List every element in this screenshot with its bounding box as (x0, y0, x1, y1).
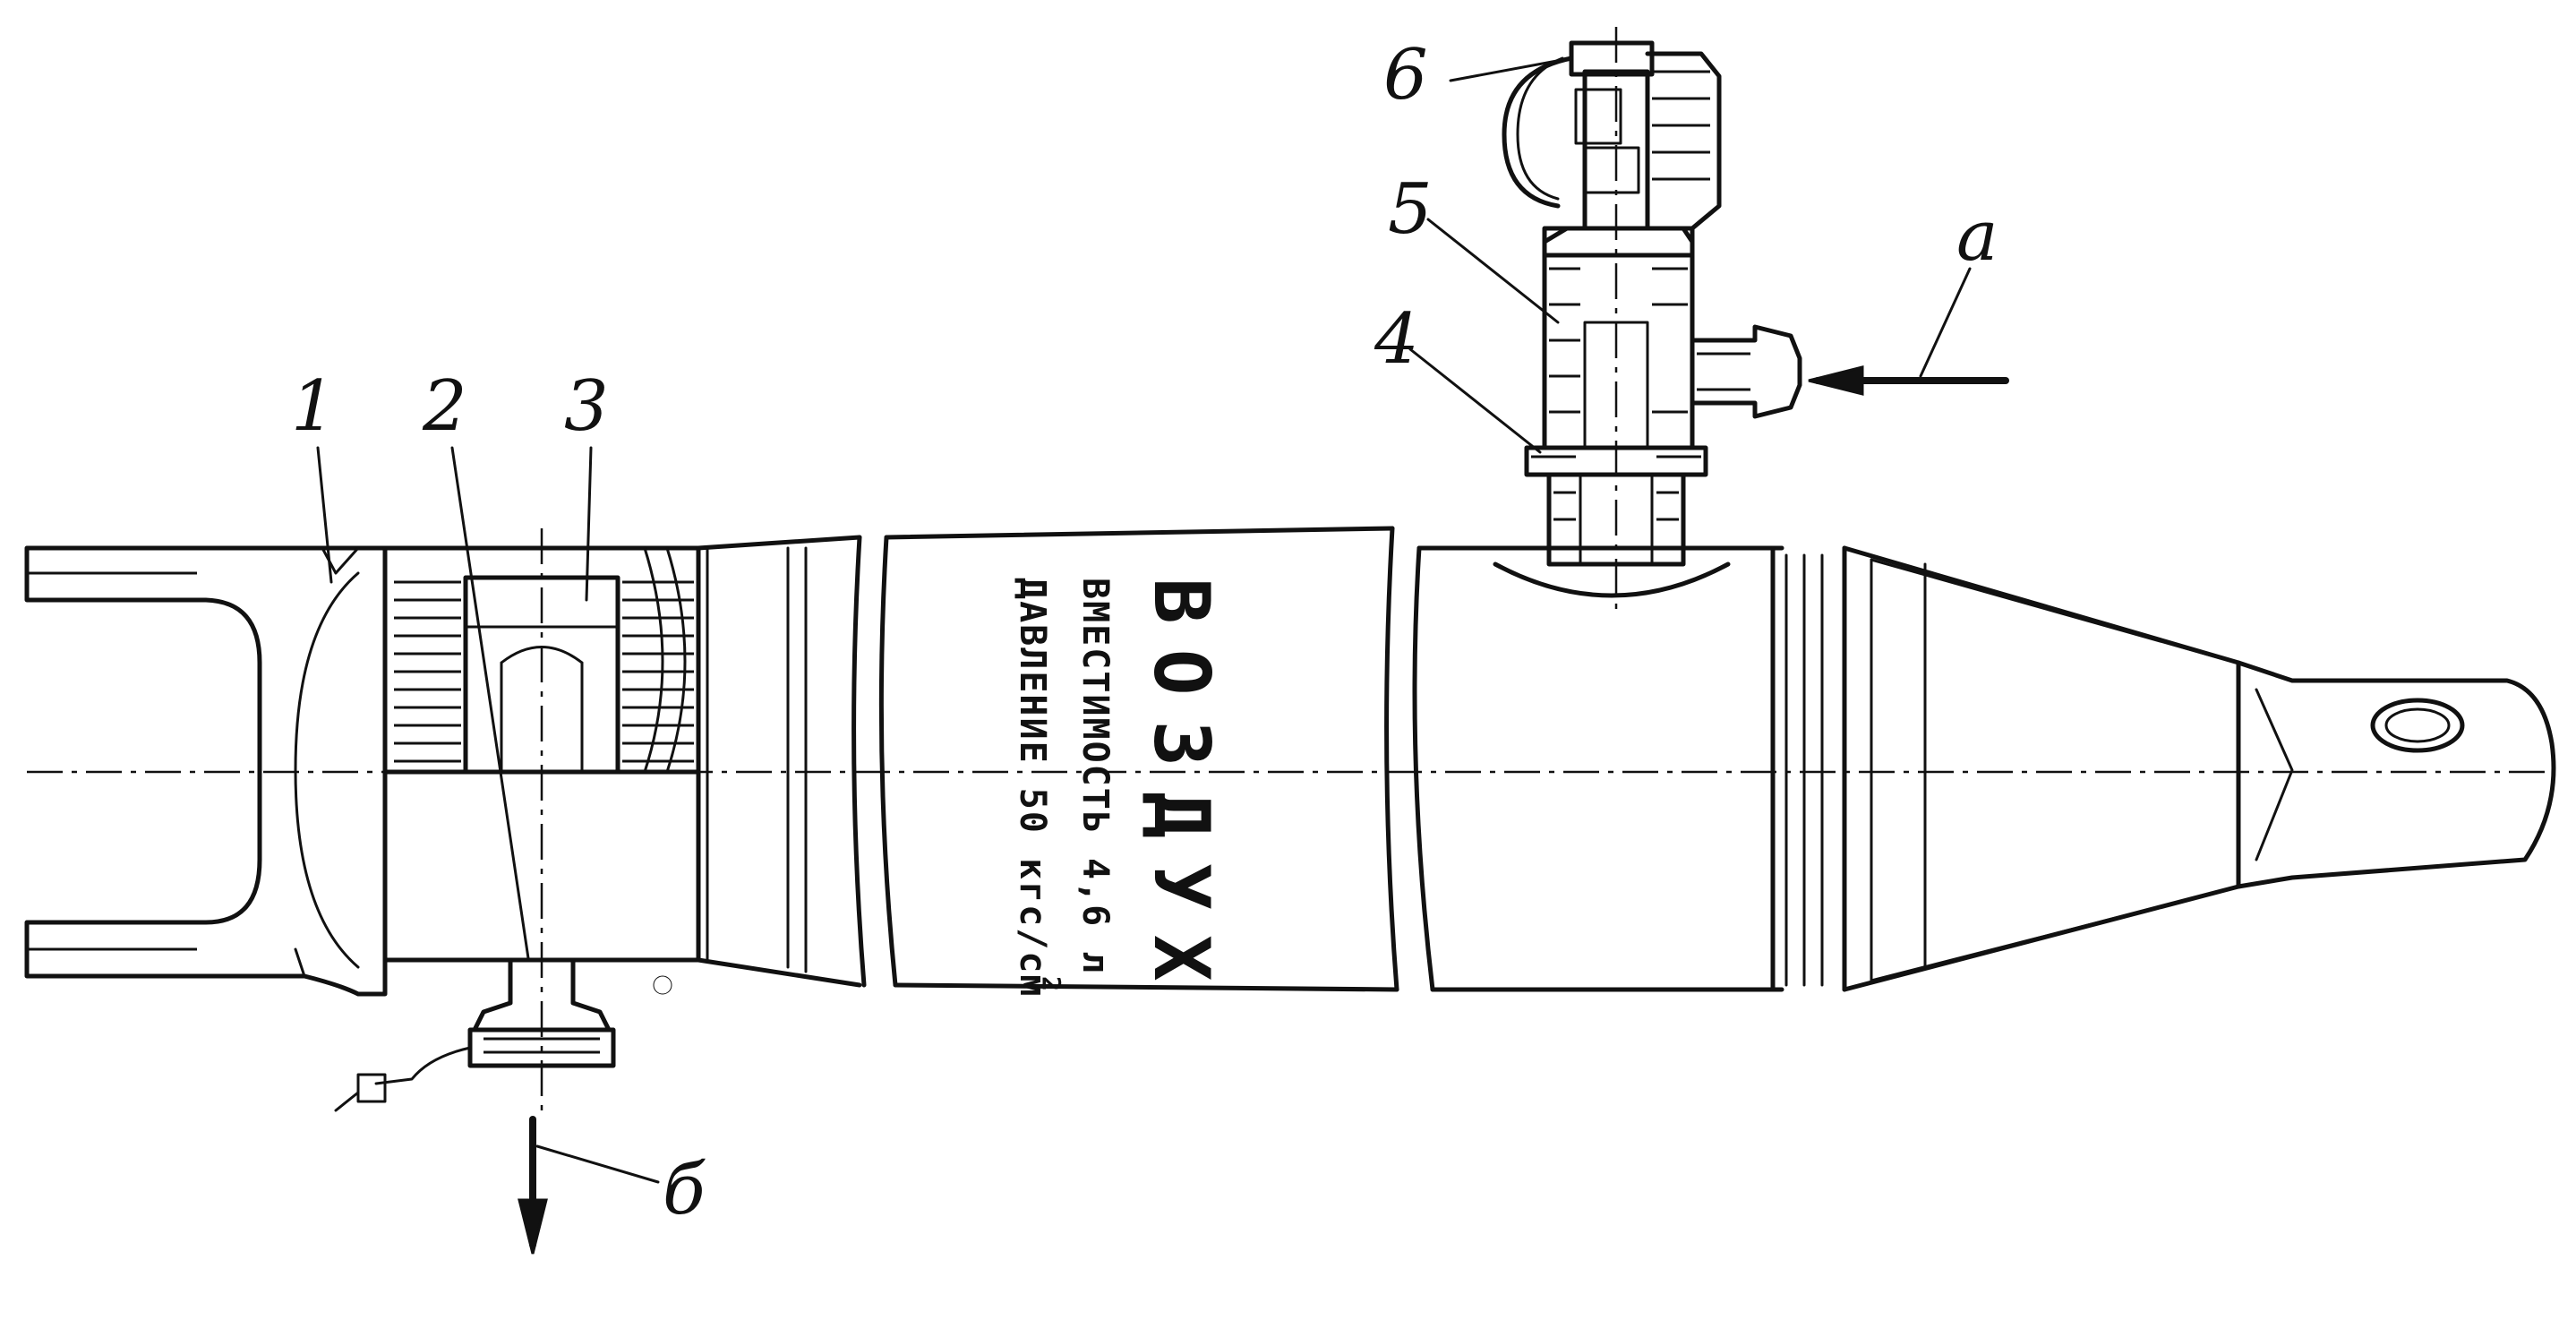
cylinder-middle-segment (878, 526, 1399, 992)
outlet-arrowhead (518, 1198, 548, 1255)
part-label-4: 4 (1374, 299, 1419, 380)
tail-cone (1842, 545, 2556, 992)
tank-capacity: ВМЕСТИМОСТЬ 4,6 л (1074, 578, 1116, 974)
tank-title: ВОЗДУХ (1136, 578, 1226, 1007)
flow-label-outlet: б (663, 1150, 706, 1230)
flow-label-inlet: а (1956, 196, 1998, 277)
part-label-5: 5 (1388, 169, 1433, 250)
cylinder-left-segment (696, 535, 867, 988)
tank-pressure: ДАВЛЕНИЕ 50 кгс/см (1012, 578, 1053, 998)
eye-hole (2370, 698, 2465, 753)
inlet-arrowhead (1808, 365, 1864, 396)
part-label-6: 6 (1383, 35, 1428, 116)
valve-collar (382, 528, 701, 1110)
leader-lines (316, 56, 1573, 960)
part-label-1: 1 (291, 366, 336, 447)
fill-valve-assembly (1502, 27, 2009, 609)
part-label-3: 3 (564, 366, 609, 447)
tank-inscription: ВОЗДУХ ВМЕСТИМОСТЬ 4,6 л ДАВЛЕНИЕ 50 кгс… (1012, 578, 1226, 1007)
part-label-2: 2 (422, 366, 467, 447)
drain-valve (334, 957, 672, 1255)
cylinder-right-segment (1412, 545, 1847, 992)
tank-pressure-sup: 2 (1037, 976, 1066, 993)
